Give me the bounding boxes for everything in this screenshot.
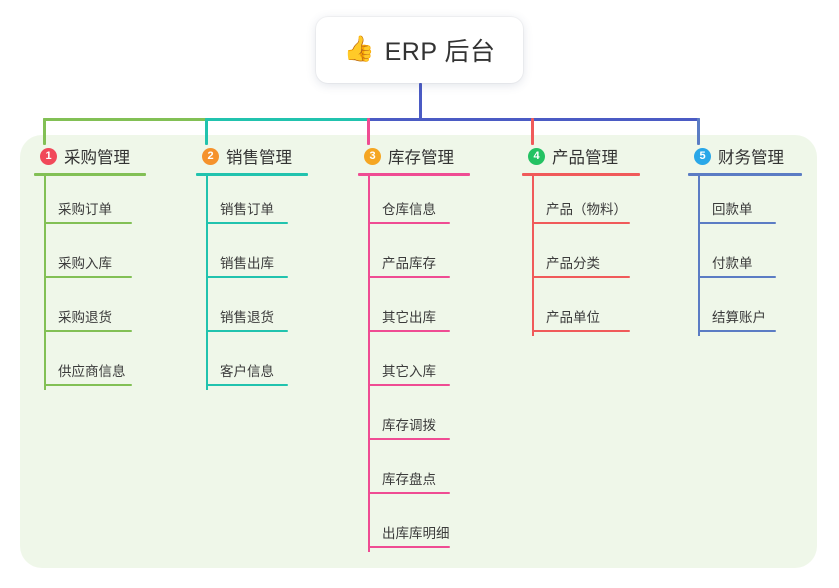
leaf-underline [368, 384, 450, 386]
bus-segment-green [43, 118, 207, 121]
leaf-underline [698, 276, 776, 278]
branch-number-badge: 3 [364, 147, 381, 165]
branch-header-5[interactable]: 5 财务管理 [688, 143, 784, 169]
branch-5[interactable]: 5 财务管理回款单付款单结算账户 [688, 143, 802, 336]
branch-spine [206, 174, 208, 390]
branch-drop-connector-5 [697, 118, 700, 145]
branch-drop-connector-4 [531, 118, 534, 145]
leaf-underline [206, 276, 288, 278]
leaf-node-label: 销售订单 [220, 202, 274, 217]
branch-spine [368, 174, 370, 552]
branch-2[interactable]: 2 销售管理销售订单销售出库销售退货客户信息 [196, 143, 308, 390]
leaf-node-label: 库存调拨 [382, 418, 436, 433]
branch-title-label: 库存管理 [388, 149, 454, 167]
branch-title-label: 财务管理 [718, 149, 784, 167]
leaf-underline [206, 222, 288, 224]
leaf-node-label: 采购订单 [58, 202, 112, 217]
branch-number-badge: 1 [40, 147, 57, 165]
branch-spine [532, 174, 534, 336]
branch-header-3[interactable]: 3 库存管理 [358, 143, 454, 169]
leaf-underline [44, 384, 132, 386]
leaf-underline [206, 384, 288, 386]
branch-4[interactable]: 4 产品管理产品（物料） 产品分类产品单位 [522, 143, 640, 336]
bus-segment-teal [205, 118, 369, 121]
leaf-node-label: 结算账户 [712, 310, 766, 325]
leaf-node-label: 库存盘点 [382, 472, 436, 487]
leaf-node-label: 产品分类 [546, 256, 600, 271]
branch-underline [522, 173, 640, 176]
branch-underline [688, 173, 802, 176]
branch-1[interactable]: 1 采购管理采购订单采购入库采购退货供应商信息 [34, 143, 146, 390]
branch-underline [34, 173, 146, 176]
branch-3[interactable]: 3 库存管理仓库信息产品库存其它出库其它入库库存调拨库存盘点出库库明细 [358, 143, 470, 552]
branch-number-badge: 4 [528, 147, 545, 165]
leaf-underline [532, 276, 630, 278]
root-stem-connector [419, 83, 422, 121]
leaf-node-label: 产品单位 [546, 310, 600, 325]
thumbs-up-icon: 👍 [343, 34, 375, 63]
branch-title-label: 产品管理 [552, 149, 618, 167]
leaf-node-label: 其它出库 [382, 310, 436, 325]
leaf-node-label: 销售出库 [220, 256, 274, 271]
branch-number-badge: 2 [202, 147, 219, 165]
leaf-node-label: 出库库明细 [382, 526, 450, 541]
leaf-node-label: 产品库存 [382, 256, 436, 271]
leaf-node-label: 仓库信息 [382, 202, 436, 217]
leaf-underline [368, 546, 450, 548]
branch-drop-connector-2 [205, 118, 208, 145]
leaf-underline [368, 222, 450, 224]
root-node[interactable]: 👍 ERP 后台 [316, 17, 523, 83]
branch-underline [196, 173, 308, 176]
leaf-underline [206, 330, 288, 332]
branch-backdrop-panel [20, 135, 817, 568]
leaf-underline [532, 330, 630, 332]
leaf-underline [698, 330, 776, 332]
branch-title-label: 销售管理 [226, 149, 292, 167]
leaf-underline [44, 276, 132, 278]
branch-header-4[interactable]: 4 产品管理 [522, 143, 618, 169]
branch-drop-connector-3 [367, 118, 370, 145]
leaf-underline [368, 438, 450, 440]
leaf-node-label: 产品（物料） [546, 202, 627, 217]
leaf-underline [44, 222, 132, 224]
leaf-node-label: 回款单 [712, 202, 753, 217]
leaf-underline [532, 222, 630, 224]
branch-spine [44, 174, 46, 390]
leaf-underline [368, 492, 450, 494]
branch-header-2[interactable]: 2 销售管理 [196, 143, 292, 169]
root-node-label: ERP 后台 [384, 38, 496, 66]
leaf-node-label: 其它入库 [382, 364, 436, 379]
leaf-underline [698, 222, 776, 224]
leaf-node-label: 销售退货 [220, 310, 274, 325]
branch-header-1[interactable]: 1 采购管理 [34, 143, 130, 169]
branch-title-label: 采购管理 [64, 149, 130, 167]
branch-spine [698, 174, 700, 336]
leaf-underline [368, 330, 450, 332]
leaf-underline [368, 276, 450, 278]
leaf-node-label: 付款单 [712, 256, 753, 271]
leaf-node-label: 供应商信息 [58, 364, 126, 379]
branch-drop-connector-1 [43, 118, 46, 145]
leaf-underline [44, 330, 132, 332]
leaf-node-label: 采购退货 [58, 310, 112, 325]
branch-underline [358, 173, 470, 176]
leaf-node-label: 采购入库 [58, 256, 112, 271]
branch-number-badge: 5 [694, 147, 711, 165]
leaf-node-label: 客户信息 [220, 364, 274, 379]
